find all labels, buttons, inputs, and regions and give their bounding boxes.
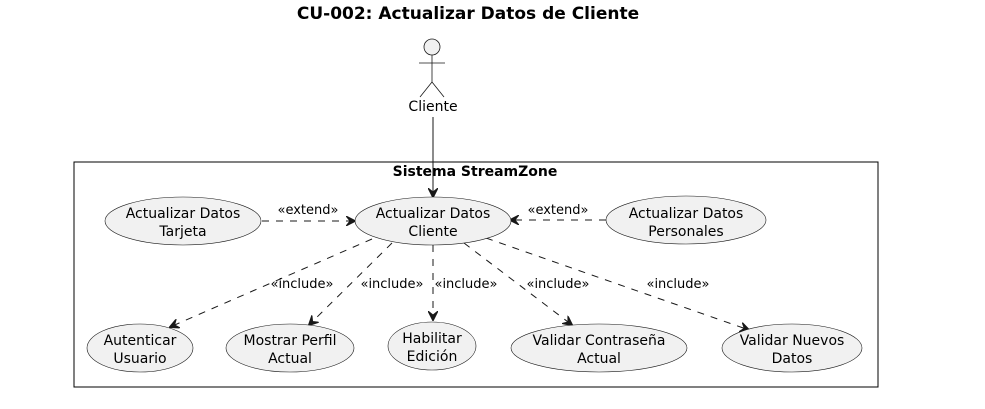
usecase-validar-nuevos-datos[interactable]: Validar Nuevos Datos bbox=[721, 323, 863, 373]
svg-text:Edición: Edición bbox=[407, 349, 458, 365]
extend-personales-label: «extend» bbox=[528, 203, 589, 218]
extend-tarjeta-label: «extend» bbox=[278, 203, 339, 218]
include-validar-pass-label: «include» bbox=[526, 277, 589, 292]
usecase-habilitar-edicion[interactable]: Habilitar Edición bbox=[387, 321, 477, 371]
svg-text:Cliente: Cliente bbox=[408, 224, 457, 240]
usecase-actualizar-datos-personales[interactable]: Actualizar Datos Personales bbox=[605, 195, 767, 245]
svg-text:Datos: Datos bbox=[772, 351, 813, 367]
svg-text:Usuario: Usuario bbox=[113, 351, 166, 367]
svg-text:Actual: Actual bbox=[577, 351, 621, 367]
svg-text:Validar Contraseña: Validar Contraseña bbox=[533, 333, 666, 349]
system-label: Sistema StreamZone bbox=[393, 164, 558, 180]
include-validar-pass-arrow bbox=[463, 242, 572, 325]
include-mostrar-arrow bbox=[309, 242, 393, 325]
svg-text:Actualizar Datos: Actualizar Datos bbox=[629, 206, 744, 222]
include-mostrar-label: «include» bbox=[360, 277, 423, 292]
actor-head-icon bbox=[423, 38, 441, 56]
include-autenticar-label: «include» bbox=[270, 277, 333, 292]
usecase-actualizar-datos-tarjeta[interactable]: Actualizar Datos Tarjeta bbox=[104, 196, 262, 246]
svg-text:Personales: Personales bbox=[648, 224, 723, 240]
usecase-autenticar-usuario[interactable]: Autenticar Usuario bbox=[86, 323, 194, 373]
svg-text:Actualizar Datos: Actualizar Datos bbox=[126, 206, 241, 222]
svg-text:Mostrar Perfil: Mostrar Perfil bbox=[244, 333, 337, 349]
include-validar-datos-label: «include» bbox=[646, 277, 709, 292]
system-boundary bbox=[73, 161, 879, 388]
actor-label: Cliente bbox=[408, 99, 457, 115]
include-autenticar-arrow bbox=[170, 238, 373, 327]
svg-text:Validar Nuevos: Validar Nuevos bbox=[740, 333, 845, 349]
diagram-title: CU-002: Actualizar Datos de Cliente bbox=[297, 4, 639, 24]
usecase-mostrar-perfil-actual[interactable]: Mostrar Perfil Actual bbox=[225, 323, 355, 373]
actor-cliente[interactable]: Cliente bbox=[408, 38, 458, 115]
include-validar-datos-arrow bbox=[485, 237, 749, 330]
usecase-actualizar-datos-cliente[interactable]: Actualizar Datos Cliente bbox=[354, 196, 512, 246]
svg-text:Autenticar: Autenticar bbox=[104, 333, 177, 349]
svg-text:Tarjeta: Tarjeta bbox=[158, 224, 206, 240]
svg-text:Habilitar: Habilitar bbox=[402, 331, 462, 347]
svg-text:Actual: Actual bbox=[268, 351, 312, 367]
include-habilitar-label: «include» bbox=[434, 277, 497, 292]
usecase-validar-contrasena-actual[interactable]: Validar Contraseña Actual bbox=[510, 323, 688, 373]
svg-text:Actualizar Datos: Actualizar Datos bbox=[376, 206, 491, 222]
